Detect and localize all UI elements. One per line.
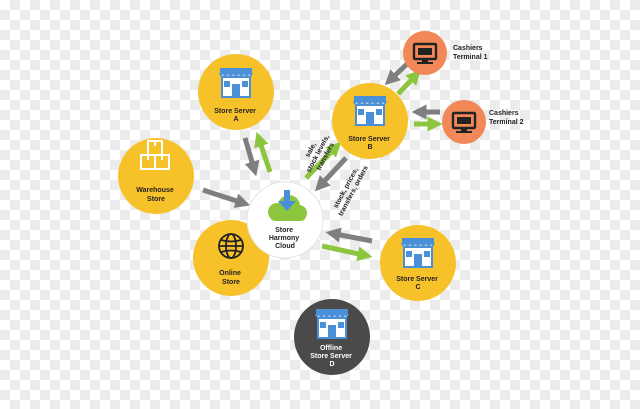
store-server-c-label: Store Server C — [396, 276, 440, 291]
arrow-cloud-to-server-b — [304, 141, 342, 180]
boxes-icon — [140, 140, 170, 170]
online-store-label: Online Store — [219, 270, 243, 286]
arrow-cloud-to-server-a — [254, 131, 273, 173]
arrow-warehouse-to-cloud — [202, 187, 251, 208]
arrow-server-c-to-cloud — [325, 227, 373, 244]
globe-icon — [218, 233, 244, 259]
store-icon — [315, 308, 349, 339]
node-online-store[interactable]: Online Store — [193, 220, 269, 296]
flow-arrows — [202, 61, 443, 262]
store-server-d-label: Offline Store Server D — [310, 345, 354, 368]
node-offline-store-server-d[interactable]: Offline Store Server D — [294, 299, 370, 375]
node-store-server-a[interactable]: Store Server A — [198, 54, 274, 130]
cloud-icon — [268, 190, 307, 221]
store-icon — [219, 67, 253, 98]
store-harmony-cloud-label: Store Harmony Cloud — [269, 227, 301, 250]
arrow-terminal1-to-server-b — [384, 61, 410, 86]
cashiers-terminal-1-label: Cashiers Terminal 1 — [453, 45, 488, 61]
store-icon — [401, 237, 435, 268]
arrow-server-b-to-cloud — [314, 156, 348, 192]
node-warehouse-store[interactable]: Warehouse Store — [118, 138, 194, 214]
node-store-server-b[interactable]: Store Server B — [332, 83, 408, 159]
arrow-cloud-to-server-c — [321, 243, 373, 262]
warehouse-store-label: Warehouse Store — [136, 187, 175, 203]
arrow-server-b-to-terminal1 — [396, 69, 422, 96]
arrow-server-a-to-cloud — [242, 137, 260, 177]
node-store-harmony-cloud[interactable]: Store Harmony Cloud — [246, 181, 324, 259]
store-icon — [353, 95, 387, 126]
cashiers-terminal-2-label: Cashiers Terminal 2 — [489, 110, 524, 126]
node-cashiers-terminal-2[interactable]: Cashiers Terminal 2 — [442, 100, 524, 144]
store-server-a-label: Store Server A — [214, 108, 258, 123]
store-server-b-label: Store Server B — [348, 136, 392, 151]
node-cashiers-terminal-1[interactable]: Cashiers Terminal 1 — [403, 31, 488, 75]
node-store-server-c[interactable]: Store Server C — [380, 225, 456, 301]
